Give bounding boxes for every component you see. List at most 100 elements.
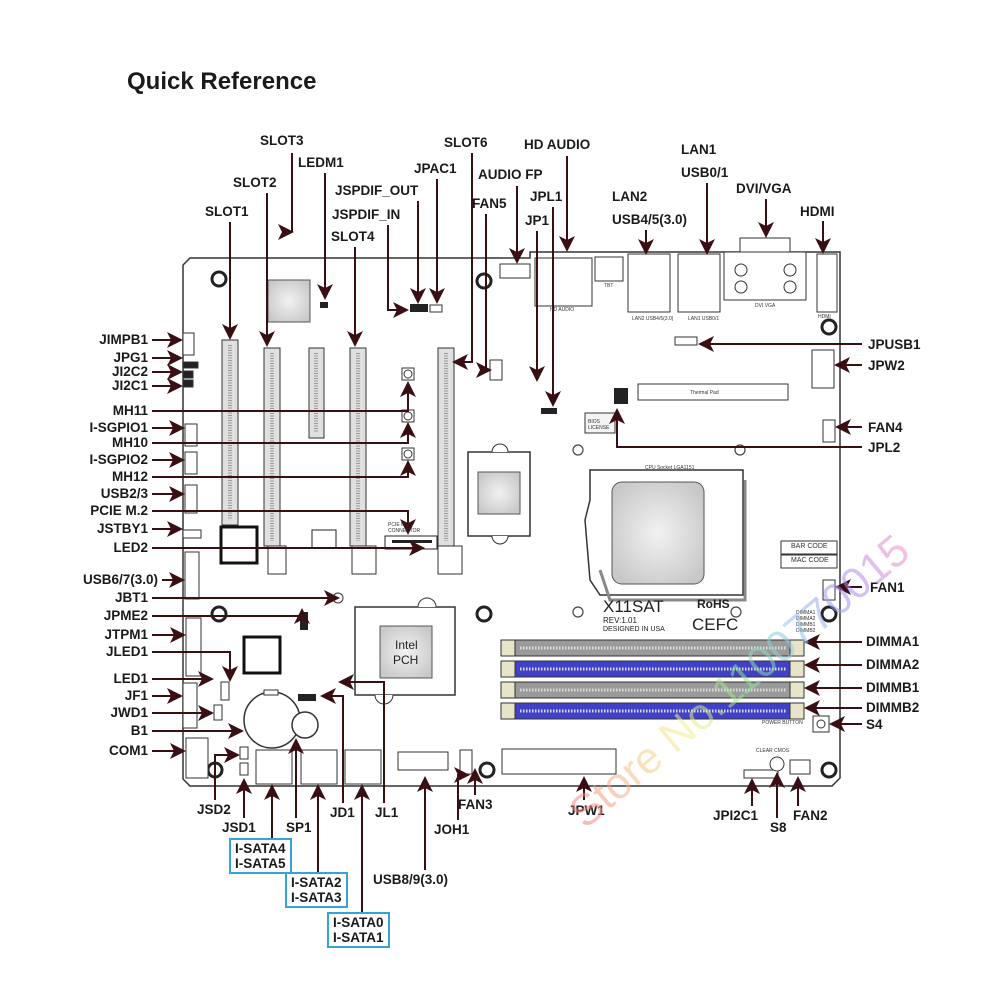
- label-jstby1: JSTBY1: [96, 521, 148, 536]
- board-model: X11SAT: [603, 597, 664, 616]
- mac-code-box: [780, 554, 838, 569]
- sata5-label: I-SATA5: [235, 856, 286, 871]
- chip-super-io: [219, 525, 259, 565]
- thermal-pad: [637, 383, 789, 401]
- label-jd1: JD1: [330, 805, 355, 820]
- label-com1: COM1: [108, 743, 148, 758]
- sata3-label: I-SATA3: [291, 890, 342, 905]
- dimm-slots: [500, 639, 805, 720]
- label-led1: LED1: [113, 671, 148, 686]
- dvi-small-label: DVI VGA: [755, 303, 776, 309]
- leader-line: [152, 381, 416, 412]
- pcie-slots: [221, 339, 455, 547]
- bios-license-label: BIOS LICENSE: [588, 419, 610, 431]
- label-jpg1: JPG1: [113, 350, 148, 365]
- hd-audio-label: HD AUDIO: [550, 307, 575, 313]
- label-ji2c2: JI2C2: [111, 364, 148, 379]
- page-title: Quick Reference: [127, 68, 317, 95]
- label-fan5: FAN5: [472, 196, 507, 211]
- label-dimmb1: DIMMB1: [866, 680, 920, 695]
- mac-code-label: MAC CODE: [791, 557, 829, 564]
- pch-label-1: Intel: [395, 638, 418, 652]
- leader-line: [476, 214, 492, 378]
- label-jpw1: JPW1: [568, 803, 605, 819]
- rohs-logo: RoHS: [697, 597, 730, 611]
- label-usb23: USB2/3: [100, 486, 148, 501]
- chip-bmc: [242, 635, 282, 675]
- cpu-socket-label: CPU Socket LGA1151: [645, 465, 695, 471]
- label-hdmi: HDMI: [800, 204, 835, 219]
- label-hd-audio: HD AUDIO: [524, 137, 591, 152]
- label-usb89: USB8/9(3.0): [373, 872, 449, 887]
- label-isgpio1: I-SGPIO1: [89, 420, 148, 435]
- leader-line: [152, 608, 310, 624]
- mount-holes: [206, 270, 838, 779]
- label-dimma1: DIMMA1: [866, 634, 920, 649]
- dimm-small-3: DIMMB1: [796, 622, 815, 628]
- leader-line: [387, 225, 409, 318]
- label-sp1: SP1: [286, 820, 312, 835]
- label-slot1: SLOT1: [205, 204, 249, 219]
- bar-code-label: BAR CODE: [791, 543, 828, 550]
- label-fan2: FAN2: [793, 808, 828, 823]
- label-b1: B1: [130, 723, 148, 738]
- label-jp1: JP1: [525, 213, 550, 228]
- board-designed: DESIGNED IN USA: [603, 626, 665, 633]
- label-jf1: JF1: [124, 688, 148, 703]
- label-mh10: MH10: [111, 435, 148, 450]
- label-jpl2: JPL2: [868, 440, 901, 455]
- leader-line: [454, 767, 470, 820]
- label-jspdif-in: JSPDIF_IN: [332, 207, 401, 222]
- label-dimmb2: DIMMB2: [866, 700, 920, 715]
- sata2-label: I-SATA2: [291, 875, 342, 890]
- sata45-box: I-SATA4 I-SATA5: [229, 838, 292, 874]
- board-revision: REV:1.01: [603, 616, 637, 625]
- sata01-box: I-SATA0 I-SATA1: [327, 912, 390, 948]
- leader-lines: [152, 153, 862, 912]
- label-jbt1: JBT1: [114, 590, 148, 605]
- label-jsd2: JSD2: [197, 802, 231, 817]
- label-ledm1: LEDM1: [298, 155, 344, 170]
- leader-line: [452, 153, 473, 370]
- bar-code-box: [780, 540, 838, 555]
- label-jpusb1: JPUSB1: [868, 337, 921, 352]
- label-ji2c1: JI2C1: [111, 378, 148, 393]
- lan2-small-label: LAN2 USB4/5(3.0): [632, 316, 674, 322]
- dimm-small-1: DIMMA1: [796, 610, 815, 616]
- label-s4: S4: [866, 717, 883, 732]
- lan1-small-label: LAN1 USB0/1: [688, 316, 720, 322]
- sata-connectors: [255, 749, 382, 785]
- hdmi-small-label: HDMI: [818, 314, 831, 320]
- label-mh12: MH12: [111, 469, 148, 484]
- label-jtpm1: JTPM1: [104, 627, 148, 642]
- leader-line: [214, 747, 240, 800]
- sata4-label: I-SATA4: [235, 841, 286, 856]
- label-jpac1: JPAC1: [414, 161, 457, 176]
- dimm-small-4: DIMMB2: [796, 628, 815, 634]
- thermal-pad-label: Thermal Pad: [690, 390, 719, 396]
- label-jl1: JL1: [375, 805, 399, 820]
- leader-line: [152, 460, 416, 478]
- label-lan1: LAN1: [681, 142, 717, 157]
- cert-logo: CEFC: [692, 615, 739, 634]
- clear-cmos-label: CLEAR CMOS: [756, 748, 790, 754]
- sata23-box: I-SATA2 I-SATA3: [285, 872, 348, 908]
- label-jpw2: JPW2: [868, 358, 905, 373]
- label-jled1: JLED1: [105, 644, 148, 659]
- leader-line: [152, 422, 416, 444]
- battery-b1: [243, 691, 301, 749]
- label-dvi-vga: DVI/VGA: [736, 181, 792, 196]
- leader-line: [152, 651, 238, 682]
- leader-line: [338, 674, 385, 803]
- label-usb67: USB6/7(3.0): [82, 572, 158, 587]
- label-jpi2c1: JPI2C1: [713, 808, 759, 823]
- label-jpme2: JPME2: [103, 608, 148, 623]
- leader-line: [152, 510, 416, 535]
- label-jwd1: JWD1: [110, 705, 148, 720]
- leader-line: [320, 688, 344, 803]
- label-slot3: SLOT3: [260, 133, 304, 148]
- label-lan2: LAN2: [612, 189, 648, 204]
- label-mh11: MH11: [112, 403, 148, 418]
- label-s8: S8: [770, 820, 787, 835]
